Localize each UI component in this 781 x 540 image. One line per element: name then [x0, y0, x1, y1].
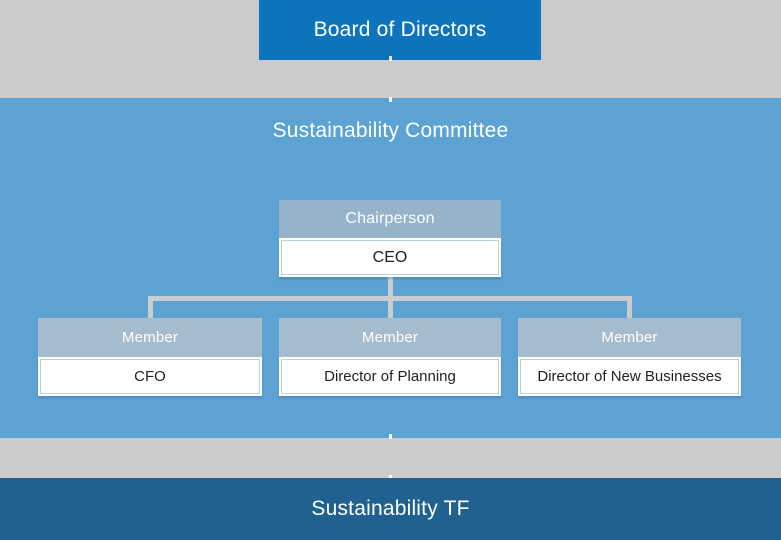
connector-tick-committee-top	[389, 97, 392, 102]
member-role-label: Member	[121, 329, 179, 346]
taskforce-title: Sustainability TF	[311, 497, 470, 520]
member-node-planning: Member Director of Planning	[279, 318, 501, 396]
member-name-label: Director of New Businesses	[537, 368, 722, 385]
chairperson-name-label: CEO	[372, 248, 408, 266]
member-name-box: Director of New Businesses	[518, 357, 741, 396]
spacer-band	[0, 438, 781, 478]
member-role-label: Member	[601, 329, 658, 346]
taskforce-band	[0, 478, 781, 540]
member-role-label: Member	[361, 329, 419, 346]
connector-vertical-left	[148, 296, 153, 318]
connector-tick-board-bottom	[389, 56, 392, 61]
connector-vertical-right	[627, 296, 632, 318]
chairperson-node: Chairperson CEO	[279, 200, 501, 277]
chairperson-role-label: Chairperson	[345, 210, 435, 227]
member-name-box: Director of Planning	[279, 357, 501, 396]
member-name-label: Director of Planning	[324, 368, 456, 385]
connector-horizontal	[148, 296, 632, 301]
member-name-label: CFO	[134, 368, 166, 385]
member-node-cfo: Member CFO	[38, 318, 262, 396]
member-role-header: Member	[518, 318, 741, 357]
committee-title: Sustainability Committee	[272, 119, 509, 142]
chairperson-name-box: CEO	[279, 238, 501, 277]
connector-tick-committee-bottom	[389, 434, 392, 439]
member-name-box: CFO	[38, 357, 262, 396]
board-of-directors-box: Board of Directors	[259, 0, 541, 60]
connector-tick-tf-top	[389, 475, 392, 480]
board-of-directors-label: Board of Directors	[313, 18, 487, 41]
member-node-new-businesses: Member Director of New Businesses	[518, 318, 741, 396]
chairperson-role-header: Chairperson	[279, 200, 501, 238]
member-role-header: Member	[279, 318, 501, 357]
member-role-header: Member	[38, 318, 262, 357]
